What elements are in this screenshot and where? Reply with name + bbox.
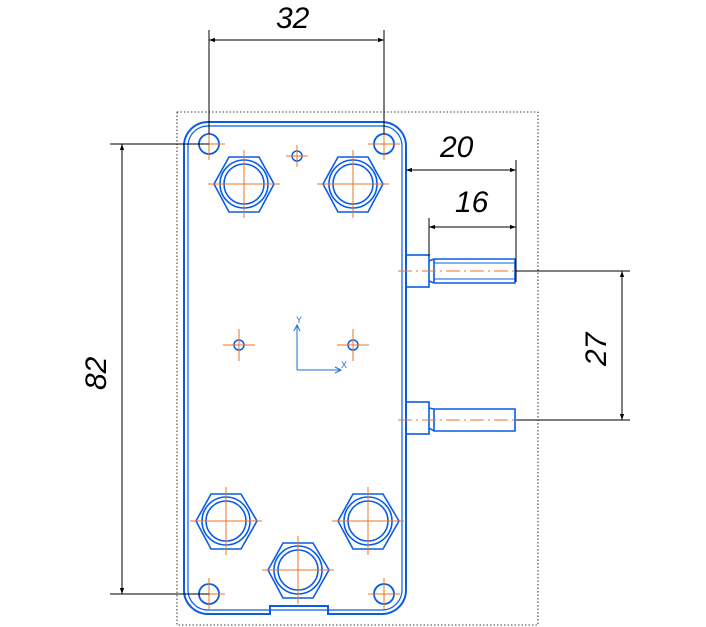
dim-pin-length-label: 16 [455,186,489,219]
dim-height-left-label: 82 [80,356,113,390]
center-lines [190,128,520,610]
dim-pin-offset-label: 20 [439,131,474,164]
dim-pin-offset [406,160,517,282]
axis-x-label: X [341,360,347,370]
side-pins [405,254,516,435]
bounding-frame [176,111,539,626]
pin-lower [405,401,516,435]
axis-y-label: Y [296,315,302,325]
plate-outline [183,121,407,615]
dim-width-top-label: 32 [276,2,310,35]
dim-pin-spacing-label: 27 [580,331,613,367]
dim-height-left [110,143,209,595]
dim-pin-spacing [516,270,630,421]
dim-pin-length [428,218,516,256]
dim-width-top [208,30,385,134]
coordinate-axes [293,323,343,374]
